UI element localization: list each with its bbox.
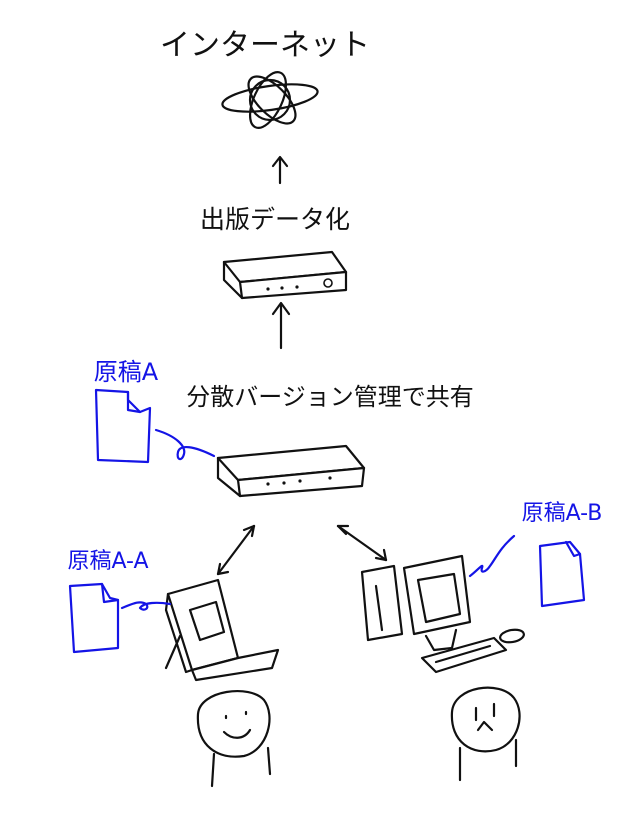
server-icon <box>216 444 366 498</box>
laptop-icon <box>164 578 280 682</box>
document-icon <box>538 540 586 608</box>
desktop-computer-icon <box>360 554 525 674</box>
document-icon <box>68 582 120 654</box>
manuscript-a-cable <box>154 428 216 461</box>
person-icon <box>450 686 521 782</box>
globe-icon <box>221 71 319 129</box>
arrow-to-publish <box>271 301 291 350</box>
publish-label: 出版データ化 <box>200 205 350 234</box>
server-icon <box>222 250 348 300</box>
arrow-server-desktop <box>336 524 388 562</box>
manuscript-a-label: 原稿A <box>94 358 159 386</box>
manuscript-ab-label: 原稿A-B <box>522 501 603 526</box>
person-icon <box>196 690 272 788</box>
document-icon <box>94 388 152 464</box>
manuscript-aa-cable <box>120 601 172 611</box>
shared-server-label: 分散バージョン管理で共有 <box>186 383 474 411</box>
manuscript-aa-label: 原稿A-A <box>67 549 148 574</box>
manuscript-ab-cable <box>468 534 516 578</box>
arrow-server-laptop <box>216 524 256 576</box>
internet-label: インターネット <box>160 28 370 63</box>
arrow-to-internet <box>271 155 289 185</box>
